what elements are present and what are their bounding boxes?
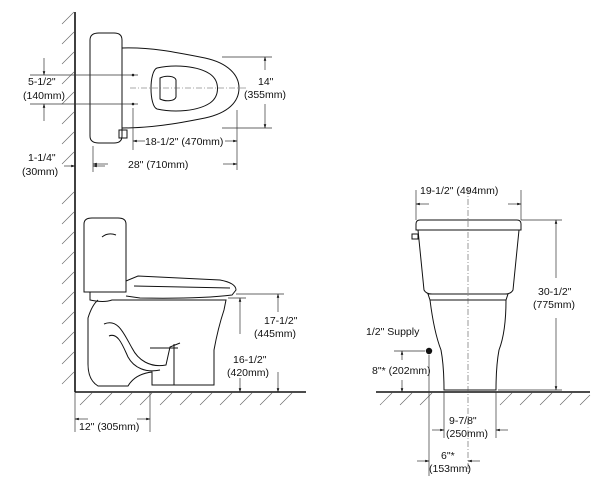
seat-height-dimension: [236, 293, 284, 393]
wall-gap-imperial: 1-1/4": [28, 152, 56, 164]
bowl-length-dimension: [132, 108, 238, 170]
bolt-spacing-dimension: [30, 58, 138, 121]
rim-height-dimension: [228, 297, 246, 393]
front-view-toilet: [411, 219, 522, 391]
side-view-toilet: [83, 217, 237, 387]
bowl-length-label: 18-1/2" (470mm): [145, 136, 223, 148]
supply-height-label: 8"* (202mm): [372, 365, 431, 377]
overall-height-metric: (775mm): [533, 299, 575, 311]
base-width-dimension: [432, 392, 508, 438]
base-width-imperial: 9-7/8": [449, 415, 477, 427]
floor-right: [376, 391, 591, 406]
supply-offset-imperial: 6"*: [441, 450, 455, 462]
bolt-spacing-imperial: 5-1/2": [28, 76, 56, 88]
overall-height-imperial: 30-1/2": [538, 286, 572, 298]
overall-length-dimension: [92, 146, 238, 172]
tank-width-dimension: [415, 190, 522, 220]
bolt-spacing-metric: (140mm): [23, 90, 65, 102]
wall-gap-metric: (30mm): [22, 166, 58, 178]
supply-height-dimension: [394, 350, 425, 393]
base-width-metric: (250mm): [446, 428, 488, 440]
supply-label: 1/2" Supply: [366, 326, 420, 338]
overall-height-dimension: [498, 219, 562, 391]
seat-height-imperial: 17-1/2": [264, 315, 298, 327]
supply-offset-metric: (153mm): [429, 463, 471, 475]
rim-height-metric: (420mm): [227, 367, 269, 379]
rim-height-imperial: 16-1/2": [233, 354, 267, 366]
tank-width-label: 19-1/2" (494mm): [420, 185, 498, 197]
supply-point: [425, 347, 433, 355]
floor-left: [75, 391, 306, 406]
bowl-width-dimension: [222, 56, 272, 129]
rough-in-dimension: [74, 392, 151, 432]
supply-offset-dimension: [417, 355, 480, 476]
bowl-width-metric: (355mm): [244, 89, 286, 101]
bowl-width-imperial: 14": [258, 76, 274, 88]
rough-in-label: 12" (305mm): [79, 421, 139, 433]
seat-height-metric: (445mm): [254, 328, 296, 340]
overall-length-label: 28" (710mm): [128, 159, 188, 171]
wall: [61, 11, 76, 392]
